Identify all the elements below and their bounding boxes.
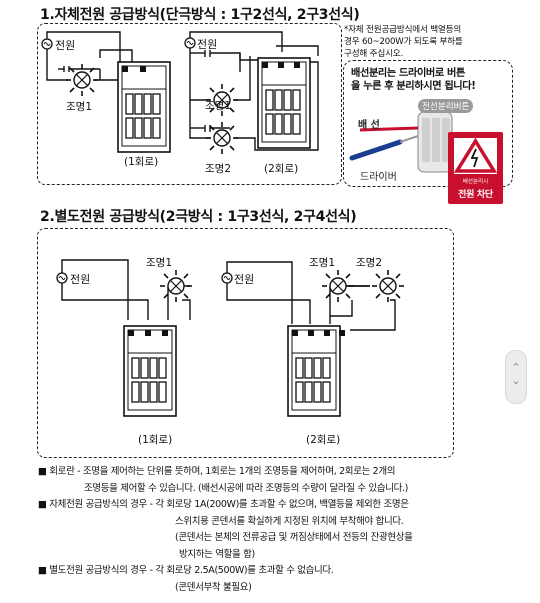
warning-label: 전원 차단 bbox=[458, 190, 493, 200]
s2-right-lamp2-label: 조명2 bbox=[356, 257, 383, 269]
note-line: 구성해 주십시오. bbox=[344, 49, 404, 59]
power-off-warning: 배선분리시 전원 차단 bbox=[448, 132, 503, 204]
s2-right-circuit-label: (2회로) bbox=[306, 434, 341, 446]
note-item: ■ 별도전원 공급방식의 경우 - 각 회로당 2.5A(500W)를 초과할 … bbox=[38, 565, 334, 576]
s1-left-power-label: 전원 bbox=[55, 39, 76, 52]
notes-list: ■ 회로란 - 조명을 제어하는 단위를 뜻하며, 1회로는 1개의 조명등을 … bbox=[38, 464, 413, 596]
note-item: (콘덴서부착 불필요) bbox=[38, 580, 413, 597]
s1-right-lamp2-label: 조명2 bbox=[205, 163, 232, 175]
warning-sign bbox=[453, 137, 498, 174]
section1-title: 1.자체전원 공급방식(단극방식 : 1구2선식, 2구3선식) bbox=[40, 7, 360, 23]
note-text: 스위치용 콘덴서를 확실하게 지정된 위치에 부착해야 합니다. bbox=[175, 515, 404, 527]
s2-left-power-label: 전원 bbox=[70, 273, 91, 286]
section2-diagram-box bbox=[37, 228, 454, 458]
driver-text-line: 배선분리는 드라이버로 버튼 bbox=[351, 68, 465, 79]
section1-note: *자체 전원공급방식에서 백열등의 경우 60~200W가 되도록 부하를 구성… bbox=[344, 24, 524, 60]
note-text: 자체전원 공급방식의 경우 - 각 회로당 1A(200W)를 초과할 수 없으… bbox=[49, 499, 409, 510]
note-line: *자체 전원공급방식에서 백열등의 bbox=[344, 25, 462, 35]
note-text: (콘덴서는 본체의 전류공급 및 꺼짐상태에서 전등의 잔광현상을 bbox=[175, 532, 413, 543]
note-item: 스위치용 콘덴서를 확실하게 지정된 위치에 부착해야 합니다. bbox=[38, 514, 413, 531]
note-item: ■ 회로란 - 조명을 제어하는 단위를 뜻하며, 1회로는 1개의 조명등을 … bbox=[38, 466, 396, 477]
note-item: 조명등을 제어할 수 있습니다. (배선시공에 따라 조명등의 수량이 달라질 … bbox=[38, 481, 413, 498]
s1-right-lamp1-label: 조명1 bbox=[205, 100, 232, 112]
driver-instruction-box bbox=[343, 60, 513, 187]
driver-label: 드라이버 bbox=[360, 172, 397, 183]
s1-left-lamp-label: 조명1 bbox=[66, 101, 93, 113]
s2-right-power-label: 전원 bbox=[234, 273, 255, 286]
chevron-up-icon[interactable]: ⌃ bbox=[511, 361, 521, 374]
s2-right-lamp1-label: 조명1 bbox=[309, 257, 336, 269]
note-item: (콘덴서는 본체의 전류공급 및 꺼짐상태에서 전등의 잔광현상을 bbox=[38, 530, 413, 547]
note-text: (콘덴서부착 불필요) bbox=[175, 581, 252, 593]
note-item: ■ 자체전원 공급방식의 경우 - 각 회로당 1A(200W)를 초과할 수 … bbox=[38, 499, 409, 510]
warning-small-text: 배선분리시 bbox=[462, 179, 489, 185]
driver-instruction-text: 배선분리는 드라이버로 버튼 을 누른 후 분리하시면 됩니다! bbox=[351, 67, 476, 93]
wire-release-button-label: 전선분리버튼 bbox=[418, 99, 474, 113]
s2-right-diagram bbox=[221, 261, 396, 331]
s1-right-circuit-label: (2회로) bbox=[264, 163, 299, 175]
warning-triangle-icon bbox=[453, 137, 498, 173]
s1-right-power-label: 전원 bbox=[197, 38, 218, 51]
note-item: 방지하는 역할을 함) bbox=[38, 547, 413, 564]
section2-title: 2.별도전원 공급방식(2극방식 : 1구3선식, 2구4선식) bbox=[40, 209, 357, 225]
note-text: 별도전원 공급방식의 경우 - 각 회로당 2.5A(500W)를 초과할 수 … bbox=[49, 565, 334, 576]
note-text: 방지하는 역할을 함) bbox=[179, 548, 255, 560]
driver-text-line: 을 누른 후 분리하시면 됩니다! bbox=[351, 81, 476, 92]
wire-label: 배 선 bbox=[358, 120, 380, 131]
note-line: 경우 60~200W가 되도록 부하를 bbox=[344, 37, 463, 47]
scroll-control[interactable]: ⌃ ⌄ bbox=[505, 350, 527, 404]
chevron-down-icon[interactable]: ⌄ bbox=[511, 374, 521, 387]
s2-left-circuit-label: (1회로) bbox=[138, 434, 173, 446]
note-text: 회로란 - 조명을 제어하는 단위를 뜻하며, 1회로는 1개의 조명등을 제어… bbox=[49, 466, 396, 477]
s2-left-lamp-label: 조명1 bbox=[146, 257, 173, 269]
section1-diagram-box bbox=[37, 23, 342, 185]
s1-left-diagram bbox=[41, 31, 133, 81]
s1-left-circuit-label: (1회로) bbox=[124, 156, 159, 168]
note-text: 조명등을 제어할 수 있습니다. (배선시공에 따라 조명등의 수량이 달라질 … bbox=[84, 482, 409, 494]
s2-left-diagram bbox=[56, 259, 191, 320]
